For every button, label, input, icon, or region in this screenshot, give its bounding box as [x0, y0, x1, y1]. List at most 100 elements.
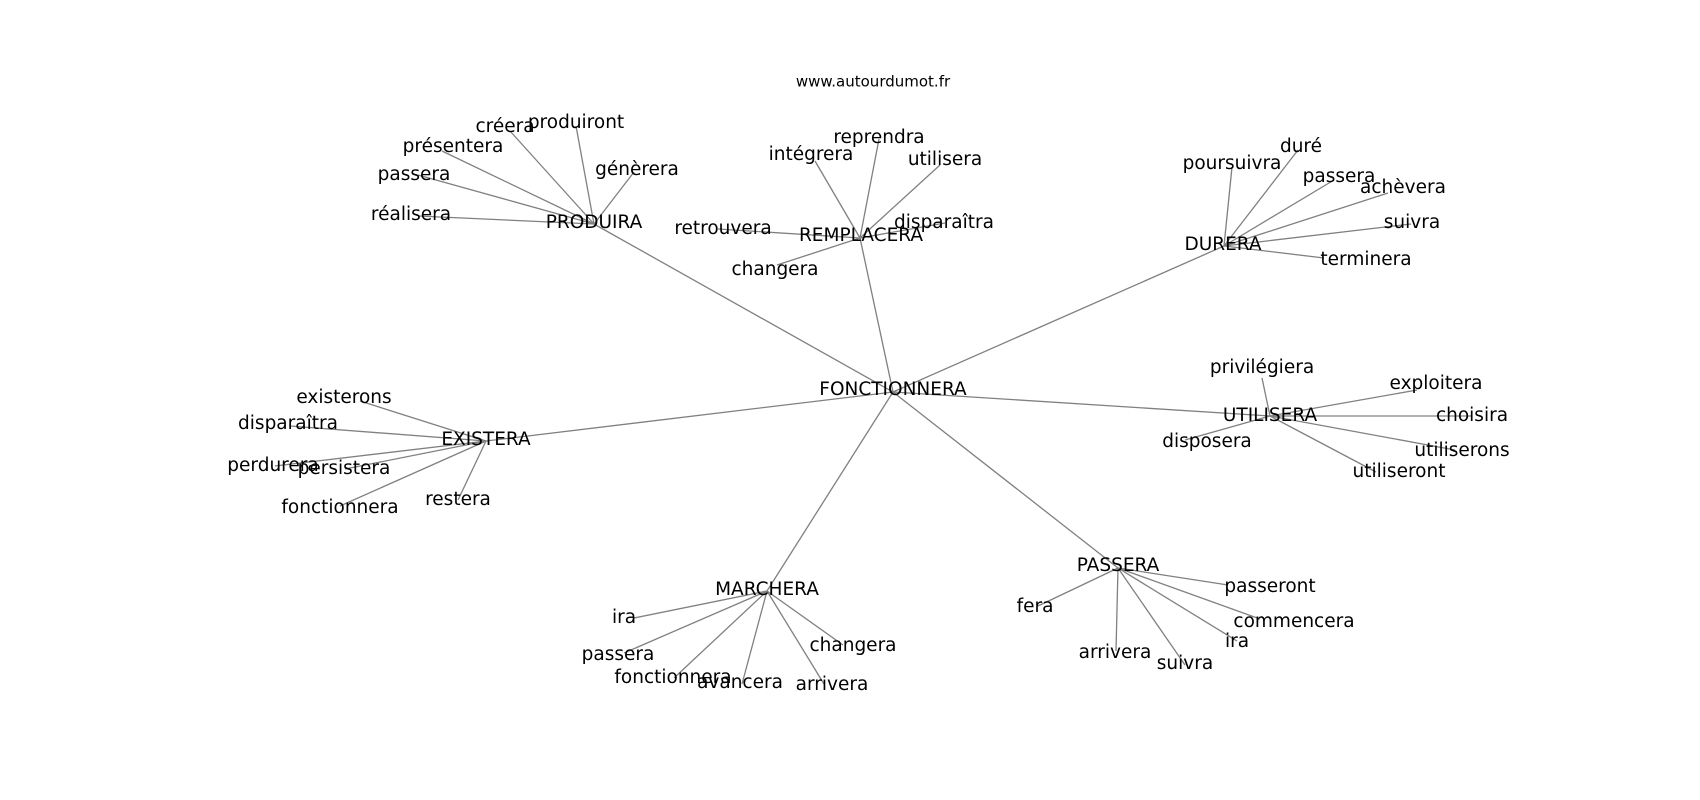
- leaf-node: commencera: [1233, 611, 1354, 632]
- leaf-node: réalisera: [371, 204, 451, 225]
- edge-cluster-3-to-leaf-2: [274, 440, 487, 467]
- edge-cluster-6-to-leaf-2: [1117, 567, 1261, 620]
- edge-cluster-2-to-leaf-1: [1223, 166, 1233, 247]
- leaf-node: ira: [612, 607, 636, 628]
- edge-cluster-2-to-leaf-2: [1223, 179, 1335, 247]
- leaf-node: duré: [1280, 136, 1322, 157]
- edge-cluster-5-to-leaf-0: [633, 590, 768, 619]
- leaf-node: existerons: [296, 387, 391, 408]
- leaf-node: disposera: [1162, 431, 1252, 452]
- leaf-node: suivra: [1384, 212, 1440, 233]
- edge-cluster-4-to-leaf-4: [1269, 415, 1456, 451]
- edge-cluster-2-to-leaf-4: [1223, 223, 1412, 247]
- leaf-node: retrouvera: [674, 218, 771, 239]
- edge-cluster-2-to-leaf-5: [1223, 245, 1325, 259]
- leaf-node: perdurera: [227, 455, 318, 476]
- cluster-node: EXISTERA: [441, 429, 531, 450]
- edge-cluster-2-to-leaf-0: [1223, 149, 1299, 247]
- leaf-node: avancera: [697, 672, 783, 693]
- leaf-node: persistera: [298, 458, 391, 479]
- cluster-node: PRODUIRA: [546, 212, 643, 233]
- edge-cluster-5-to-leaf-1: [623, 590, 768, 654]
- leaf-node: achèvera: [1360, 177, 1446, 198]
- edge-cluster-0-to-leaf-2: [441, 150, 595, 225]
- source-label: www.autourdumot.fr: [796, 73, 951, 91]
- leaf-node: changera: [731, 259, 818, 280]
- leaf-node: utiliserons: [1414, 440, 1509, 461]
- edge-cluster-3-to-leaf-3: [344, 440, 487, 470]
- leaf-node: restera: [425, 489, 491, 510]
- edge-cluster-1-to-leaf-2: [859, 164, 941, 239]
- edge-center-to-2: [892, 245, 1225, 393]
- edge-cluster-6-to-leaf-4: [1115, 567, 1119, 652]
- edge-cluster-0-to-leaf-1: [509, 130, 595, 225]
- leaf-node: arrivera: [1079, 642, 1152, 663]
- leaf-node: intégrera: [769, 144, 854, 165]
- leaf-node: disparaîtra: [894, 212, 994, 233]
- leaf-node: utilisera: [908, 149, 982, 170]
- edge-cluster-6-to-leaf-1: [1037, 567, 1119, 607]
- edge-cluster-2-to-leaf-3: [1223, 192, 1389, 247]
- leaf-node: fonctionnera: [281, 497, 398, 518]
- leaf-node: reprendra: [833, 127, 924, 148]
- edge-center-to-5: [766, 391, 894, 592]
- leaf-node: ira: [1225, 631, 1249, 652]
- edge-cluster-1-to-leaf-3: [717, 228, 861, 239]
- edge-cluster-3-to-leaf-5: [457, 440, 487, 501]
- leaf-node: fonctionnera: [614, 667, 731, 688]
- edge-cluster-6-to-leaf-5: [1117, 567, 1186, 666]
- edge-cluster-0-to-leaf-4: [417, 215, 595, 225]
- edge-cluster-6-to-leaf-3: [1117, 567, 1238, 642]
- edge-center-to-0: [593, 223, 894, 393]
- edge-center-to-1: [859, 237, 894, 393]
- leaf-node: passeront: [1224, 576, 1315, 597]
- edge-cluster-0-to-leaf-0: [575, 125, 595, 225]
- edge-center-to-3: [485, 391, 894, 442]
- leaf-node: terminera: [1320, 249, 1411, 270]
- edge-cluster-5-to-leaf-2: [673, 590, 768, 679]
- leaf-node: présentera: [403, 136, 504, 157]
- leaf-node: exploitera: [1390, 373, 1483, 394]
- edge-cluster-1-to-leaf-5: [776, 237, 861, 266]
- leaf-node: créera: [475, 116, 534, 137]
- leaf-node: changera: [809, 635, 896, 656]
- center-node: FONCTIONNERA: [819, 379, 967, 400]
- edge-cluster-4-to-leaf-0: [1261, 377, 1271, 417]
- edge-cluster-3-to-leaf-4: [339, 440, 487, 507]
- leaf-node: génèrera: [595, 159, 679, 180]
- edge-cluster-0-to-leaf-3: [417, 174, 595, 225]
- edge-cluster-1-to-leaf-4: [859, 222, 946, 239]
- edge-cluster-4-to-leaf-5: [1269, 415, 1377, 473]
- cluster-node: PASSERA: [1077, 555, 1160, 576]
- edge-cluster-6-to-leaf-0: [1117, 567, 1229, 586]
- leaf-node: fera: [1017, 596, 1054, 617]
- cluster-node: DURERA: [1184, 234, 1261, 255]
- leaf-node: poursuivra: [1183, 153, 1282, 174]
- edge-cluster-5-to-leaf-3: [741, 590, 768, 685]
- leaf-node: suivra: [1157, 653, 1213, 674]
- cluster-node: MARCHERA: [715, 579, 819, 600]
- edge-cluster-3-to-leaf-0: [359, 400, 487, 442]
- edge-center-to-6: [892, 391, 1119, 569]
- leaf-node: arrivera: [796, 674, 869, 695]
- edge-center-to-4: [892, 391, 1271, 417]
- graph-edges: [274, 125, 1472, 685]
- leaf-node: passera: [582, 644, 655, 665]
- leaf-node: produiront: [528, 112, 624, 133]
- leaf-node: choisira: [1436, 405, 1508, 426]
- edge-cluster-3-to-leaf-1: [289, 425, 487, 442]
- cluster-node: UTILISERA: [1223, 405, 1318, 426]
- edge-cluster-1-to-leaf-0: [859, 138, 880, 239]
- leaf-node: passera: [378, 164, 451, 185]
- leaf-node: privilégiera: [1210, 357, 1314, 378]
- edge-cluster-5-to-leaf-5: [766, 590, 825, 685]
- leaf-node: passera: [1303, 166, 1376, 187]
- leaf-node: utiliseront: [1353, 461, 1446, 482]
- edge-cluster-0-to-leaf-5: [593, 171, 635, 225]
- cluster-node: REMPLACERA: [799, 225, 923, 246]
- edge-cluster-4-to-leaf-3: [1184, 415, 1271, 441]
- edge-cluster-4-to-leaf-1: [1269, 389, 1418, 417]
- edge-cluster-1-to-leaf-1: [814, 160, 861, 239]
- graph-labels: www.autourdumot.fr FONCTIONNERA PRODUIRA…: [227, 73, 1509, 696]
